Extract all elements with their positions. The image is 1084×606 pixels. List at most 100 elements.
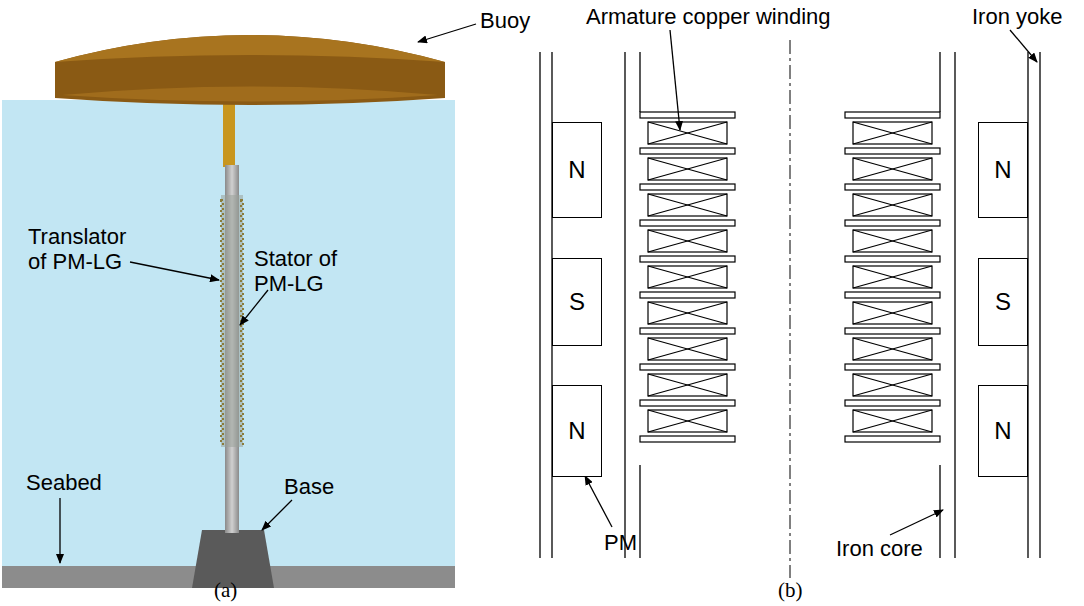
coil-cross (853, 230, 932, 252)
coil-slot (640, 112, 735, 118)
pole-label: N (994, 417, 1011, 445)
coil-slot (845, 256, 940, 262)
coil-cross (853, 122, 932, 144)
pole-label: N (568, 417, 585, 445)
coil-slot (845, 220, 940, 226)
coil-slot (845, 292, 940, 298)
coil-cross (648, 266, 727, 288)
coil-cross (853, 266, 932, 288)
coil-cross (853, 122, 932, 144)
coil-cross (648, 302, 727, 324)
coil-cross (853, 374, 932, 396)
buoy-body (55, 35, 445, 105)
coil-slot (853, 230, 932, 252)
coil-slot (648, 230, 727, 252)
panel-tag: (a) (214, 578, 237, 602)
buoy-top (55, 35, 445, 62)
translator-dots (221, 200, 243, 444)
coil-slot (853, 374, 932, 396)
coil-slot (648, 266, 727, 288)
coil-slot (640, 400, 735, 406)
coil-cross (648, 230, 727, 252)
magnet-box: N (552, 385, 602, 477)
winding-stack (640, 112, 940, 442)
buoy-shaft (223, 95, 235, 167)
coil-slot (845, 436, 940, 442)
coil-cross (853, 194, 932, 216)
coil-cross (853, 338, 932, 360)
leader-line (585, 476, 612, 527)
pole-label: S (995, 288, 1011, 316)
coil-cross (853, 410, 932, 432)
coil-cross (648, 374, 727, 396)
coil-cross (853, 374, 932, 396)
coil-slot (640, 184, 735, 190)
coil-cross (648, 230, 727, 252)
coil-cross (648, 158, 727, 180)
pole-label: N (568, 156, 585, 184)
coil-cross (853, 302, 932, 324)
coil-slot (853, 338, 932, 360)
translator-sleeve (221, 195, 243, 447)
coil-slot (640, 292, 735, 298)
part-label: Stator of PM-LG (254, 246, 350, 297)
leader-line (130, 262, 219, 280)
pole-label: N (994, 156, 1011, 184)
coil-cross (648, 194, 727, 216)
magnet-box: N (552, 122, 602, 218)
coil-slot (853, 302, 932, 324)
coil-cross (648, 338, 727, 360)
coil-slot (845, 328, 940, 334)
coil-cross (853, 230, 932, 252)
coil-cross (648, 266, 727, 288)
coil-slot (845, 400, 940, 406)
part-label: Translator of PM-LG (28, 224, 140, 275)
coil-slot (648, 338, 727, 360)
coil-slot (845, 148, 940, 154)
coil-slot (648, 122, 727, 144)
coil-cross (648, 338, 727, 360)
coil-cross (853, 158, 932, 180)
coil-cross (853, 302, 932, 324)
sea-water (2, 100, 455, 566)
coil-cross (648, 122, 727, 144)
coil-slot (845, 364, 940, 370)
coil-slot (648, 302, 727, 324)
panel-tag: (b) (778, 578, 803, 602)
magnet-box: N (978, 122, 1028, 218)
pole-label: S (569, 288, 585, 316)
coil-cross (648, 194, 727, 216)
coil-cross (648, 122, 727, 144)
leader-line (262, 500, 292, 530)
coil-cross (648, 410, 727, 432)
leader-line (670, 30, 680, 130)
coil-slot (853, 194, 932, 216)
magnet-box: N (978, 385, 1028, 477)
coil-slot (853, 410, 932, 432)
part-label: Base (284, 474, 334, 499)
coil-cross (853, 338, 932, 360)
part-label: Iron yoke (972, 4, 1063, 29)
coil-slot (648, 374, 727, 396)
part-label: Armature copper winding (586, 4, 831, 29)
coil-slot (640, 220, 735, 226)
coil-cross (853, 158, 932, 180)
leader-line (890, 510, 943, 535)
coil-cross (853, 410, 932, 432)
part-label: PM (604, 530, 637, 555)
coil-cross (648, 410, 727, 432)
coil-slot (853, 158, 932, 180)
coil-slot (648, 410, 727, 432)
coil-slot (640, 148, 735, 154)
coil-cross (853, 194, 932, 216)
coil-slot (648, 158, 727, 180)
coil-slot (853, 266, 932, 288)
magnet-box: S (552, 258, 602, 346)
leader-line (59, 498, 60, 563)
coil-slot (640, 328, 735, 334)
leader-line (1010, 30, 1037, 62)
generator-section (540, 40, 1040, 578)
coil-cross (648, 302, 727, 324)
